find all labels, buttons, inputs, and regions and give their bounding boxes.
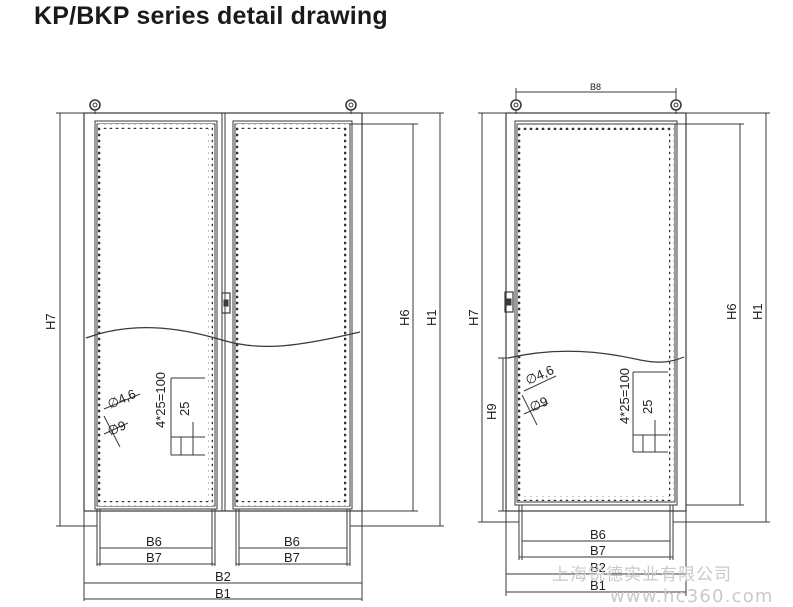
dim-step: 25 — [177, 402, 192, 416]
dim-h7: H7 — [466, 309, 481, 326]
dim-h9: H9 — [484, 403, 499, 420]
single-door-cabinet — [478, 88, 770, 596]
dim-b2: B2 — [590, 560, 606, 575]
dim-b8: B8 — [590, 82, 601, 92]
dim-b7: B7 — [146, 550, 162, 565]
lifting-eye-icon — [510, 99, 522, 114]
dim-b1: B1 — [215, 586, 231, 601]
watermark-company: 上海锐德实业有限公司 — [552, 565, 732, 585]
dimension-labels: H7 H6 H1 ∅4,6 ∅9 4*25=100 25 B6 B7 B6 B7… — [43, 82, 765, 601]
dim-b2: B2 — [215, 569, 231, 584]
dim-hole-large: ∅9 — [527, 393, 550, 414]
dim-b6: B6 — [590, 527, 606, 542]
dim-step: 25 — [640, 400, 655, 414]
watermark-site: www.hc360.com — [610, 586, 774, 607]
watermark: 上海锐德实业有限公司 www.hc360.com — [552, 565, 774, 607]
lifting-eye-icon — [670, 99, 682, 114]
dim-b6: B6 — [146, 534, 162, 549]
dim-b6: B6 — [284, 534, 300, 549]
dim-hole-large: ∅9 — [105, 417, 128, 438]
dim-h7: H7 — [43, 313, 58, 330]
dim-b7: B7 — [590, 543, 606, 558]
dim-h6: H6 — [397, 309, 412, 326]
dim-h1: H1 — [424, 309, 439, 326]
lifting-eye-icon — [345, 99, 357, 114]
double-door-cabinet — [56, 99, 444, 601]
dim-b1: B1 — [590, 578, 606, 593]
dim-hole-small: ∅4,6 — [105, 386, 138, 412]
page-title: KP/BKP series detail drawing — [34, 2, 388, 30]
dim-pitch: 4*25=100 — [153, 372, 168, 428]
dim-h1: H1 — [750, 303, 765, 320]
dim-pitch: 4*25=100 — [617, 368, 632, 424]
dim-b7: B7 — [284, 550, 300, 565]
dim-h6: H6 — [724, 303, 739, 320]
lifting-eye-icon — [89, 99, 101, 114]
